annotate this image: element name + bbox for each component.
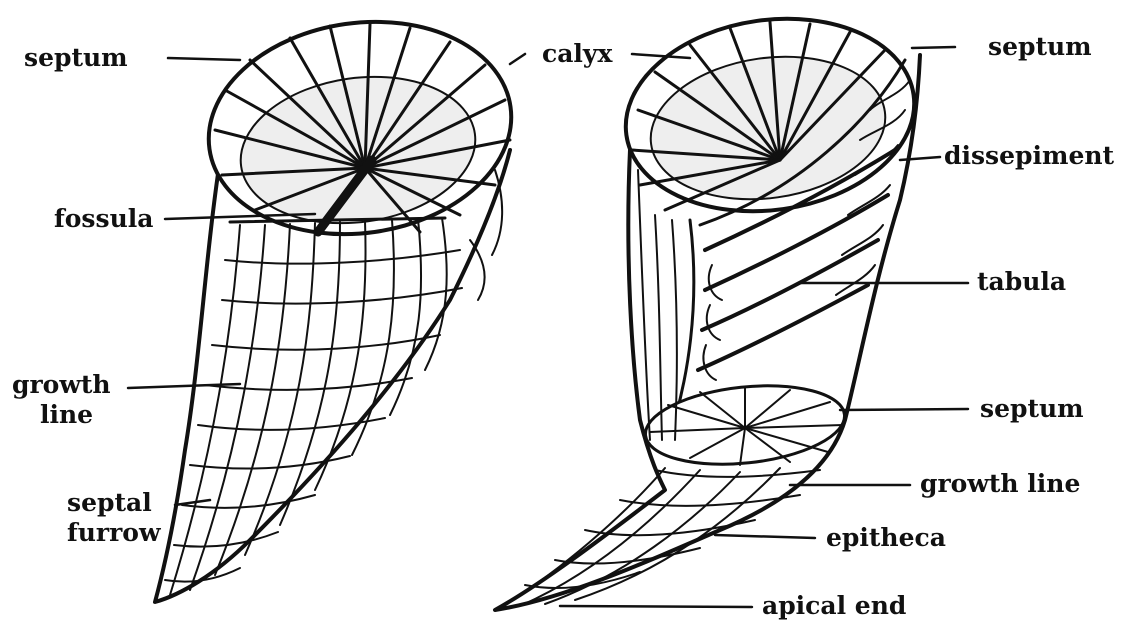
label-dissepiment: dissepiment xyxy=(944,142,1114,170)
label-septum-mid-right: septum xyxy=(980,395,1084,423)
label-calyx: calyx xyxy=(542,40,612,68)
label-tabula: tabula xyxy=(977,268,1066,296)
label-growth-line-left-line1: growth xyxy=(12,370,111,400)
label-epitheca: epitheca xyxy=(826,524,946,552)
label-septal-furrow-line2: furrow xyxy=(67,518,160,548)
label-septal-furrow-line1: septal xyxy=(67,488,160,518)
label-septum-left: septum xyxy=(24,44,128,72)
right-coral xyxy=(495,1,927,610)
left-coral xyxy=(155,3,525,602)
label-fossula: fossula xyxy=(54,205,153,233)
label-apical-end: apical end xyxy=(762,592,906,620)
label-septal-furrow: septal furrow xyxy=(67,488,160,548)
label-growth-line-left-line2: line xyxy=(12,400,111,430)
label-growth-line-left: growth line xyxy=(12,370,111,430)
label-growth-line-right: growth line xyxy=(920,470,1080,498)
label-septum-top-right: septum xyxy=(988,33,1092,61)
